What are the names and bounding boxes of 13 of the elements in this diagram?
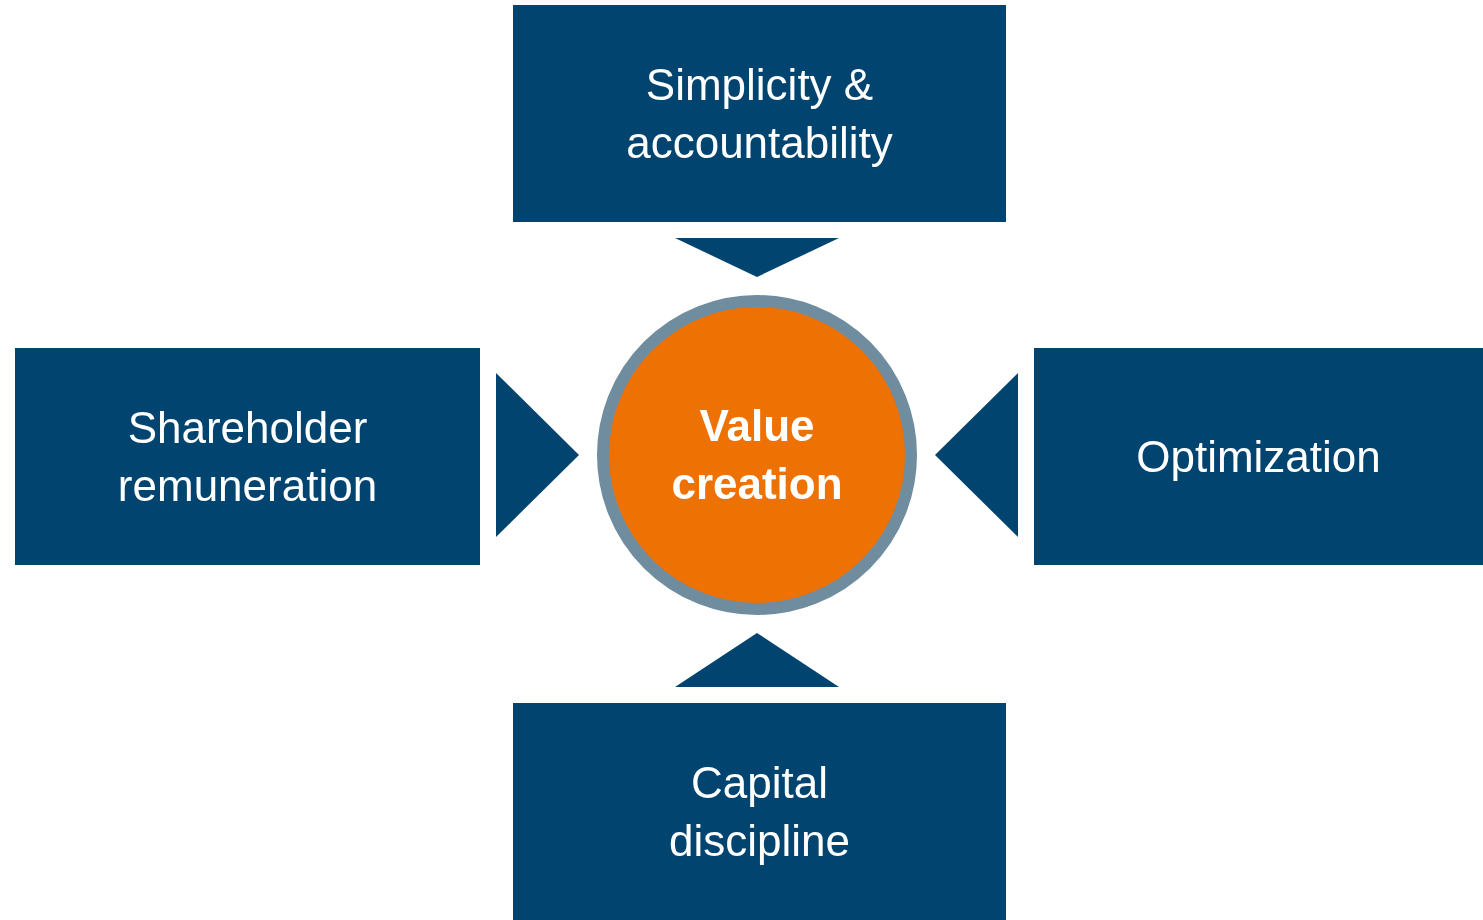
box-label: Shareholder remuneration [116,401,379,512]
pillar-box [513,703,1006,920]
pillar-box [513,5,1006,222]
chevron-arrow [675,238,839,277]
circle-label: Value creation [670,400,844,510]
chevron-arrow [675,633,839,687]
pillar-box [15,348,480,565]
box-label: Optimization [1136,430,1381,483]
chevron-arrow [496,373,579,537]
box-label: Simplicity & accountability [625,58,894,169]
chevron-arrow [935,373,1018,537]
pillar-box [1034,348,1483,565]
box-label: Capital discipline [668,756,851,867]
